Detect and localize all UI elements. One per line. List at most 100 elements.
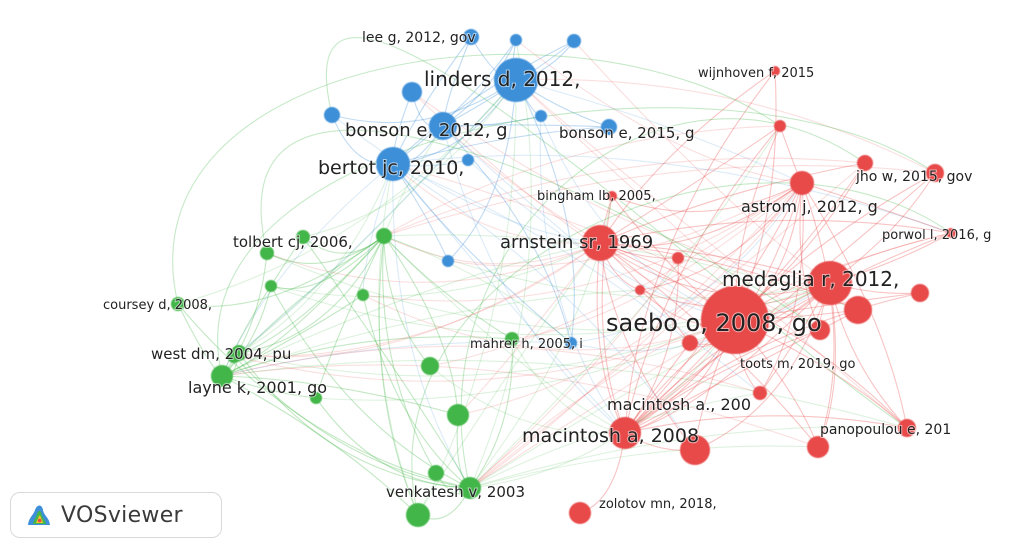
node-label-tolbert[interactable]: tolbert cj, 2006, (232, 232, 354, 252)
node-label-bingham[interactable]: bingham lb, 2005, (536, 188, 657, 205)
node-extra0[interactable] (567, 34, 581, 48)
link-18 (599, 242, 696, 451)
link-26 (515, 78, 936, 174)
link-171 (302, 236, 471, 489)
node-label-bonson2015[interactable]: bonson e, 2015, g (558, 123, 695, 143)
node-medaglia[interactable] (808, 261, 852, 305)
link-93 (221, 235, 385, 377)
link-193 (469, 338, 513, 489)
node-label-bonson2012[interactable]: bonson e, 2012, g (344, 119, 509, 142)
node-extra11[interactable] (682, 335, 698, 351)
node-bonson2012[interactable] (429, 112, 457, 140)
link-203 (362, 182, 803, 302)
node-extra4[interactable] (535, 110, 547, 122)
node-extra18[interactable] (265, 280, 277, 292)
node-extra23[interactable] (406, 503, 430, 527)
node-label-lee[interactable]: lee g, 2012, gov (361, 29, 477, 47)
link-73 (515, 79, 575, 344)
link-92 (238, 352, 471, 489)
node-label-medaglia[interactable]: medaglia r, 2012, (721, 266, 900, 292)
link-123 (624, 162, 866, 434)
node-extra12[interactable] (672, 252, 684, 264)
node-label-arnstein[interactable]: arnstein sr, 1969 (499, 231, 654, 254)
node-extra9[interactable] (844, 296, 872, 324)
link-173 (270, 242, 601, 298)
node-extra5[interactable] (442, 255, 454, 267)
node-extra7[interactable] (857, 155, 873, 171)
node-extra24[interactable] (428, 465, 444, 481)
node-coursey[interactable] (171, 297, 185, 311)
node-extra10[interactable] (911, 284, 929, 302)
link-131 (469, 125, 781, 489)
node-macintosh200[interactable] (680, 435, 710, 465)
node-panopoulou[interactable] (898, 419, 916, 437)
node-label-zolotov[interactable]: zolotov mn, 2018, (598, 496, 718, 513)
node-label-saebo[interactable]: saebo o, 2008, go (605, 308, 823, 338)
node-extra14[interactable] (753, 386, 767, 400)
node-arnstein[interactable] (582, 225, 618, 261)
node-jho[interactable] (926, 164, 944, 182)
node-macintosh2008[interactable] (609, 417, 641, 449)
link-74 (442, 125, 572, 344)
link-12 (221, 242, 601, 377)
node-linders[interactable] (494, 58, 538, 102)
link-10 (599, 182, 803, 247)
node-label-macintosh2008[interactable]: macintosh a, 2008 (521, 424, 700, 448)
link-183 (383, 235, 431, 367)
node-lee[interactable] (463, 29, 479, 45)
node-label-venkatesh[interactable]: venkatesh v, 2003 (385, 482, 526, 502)
link-57 (442, 125, 626, 434)
link-20 (392, 163, 696, 451)
node-label-west[interactable]: west dm, 2004, pu (150, 344, 292, 364)
link-169 (302, 235, 385, 254)
node-label-wijnhoven[interactable]: wijnhoven f, 2015 (697, 65, 815, 82)
node-label-coursey[interactable]: coursey d, 2008, (102, 297, 213, 314)
node-label-mahrer[interactable]: mahrer h, 2005, i (469, 336, 584, 353)
link-110 (331, 79, 517, 124)
node-label-macintosh200[interactable]: macintosh a., 200 (606, 394, 752, 415)
node-extra19[interactable] (310, 392, 322, 404)
node-label-jho[interactable]: jho w, 2015, gov (854, 168, 973, 186)
node-label-layne[interactable]: layne k, 2001, go (187, 377, 328, 398)
node-extra8[interactable] (774, 120, 786, 132)
link-209 (233, 79, 517, 357)
node-label-linders[interactable]: linders d, 2012, (423, 66, 581, 92)
node-extra22[interactable] (505, 332, 519, 346)
node-porwol[interactable] (946, 228, 956, 238)
node-extra25[interactable] (357, 289, 369, 301)
node-extra17[interactable] (296, 230, 310, 244)
node-extra1[interactable] (510, 34, 522, 46)
node-bonson2015[interactable] (601, 119, 617, 135)
node-bingham[interactable] (607, 191, 617, 201)
node-extra16[interactable] (260, 246, 274, 260)
node-label-porwol[interactable]: porwol l, 2016, g (881, 227, 992, 244)
link-40 (801, 182, 952, 234)
node-zolotov[interactable] (569, 502, 591, 524)
link-7 (469, 282, 831, 489)
node-saebo[interactable] (701, 286, 769, 354)
node-extra21[interactable] (447, 404, 469, 426)
node-label-astrom[interactable]: astrom j, 2012, g (740, 196, 879, 217)
node-tolbert[interactable] (376, 228, 392, 244)
node-extra3[interactable] (324, 107, 340, 123)
node-extra13[interactable] (807, 436, 829, 458)
node-mahrer[interactable] (565, 337, 577, 349)
node-extra2[interactable] (402, 82, 422, 102)
node-label-bertot[interactable]: bertot jc, 2010, (317, 156, 465, 180)
node-astrom[interactable] (790, 171, 814, 195)
node-venkatesh[interactable] (459, 477, 481, 499)
link-109 (331, 114, 601, 244)
node-bertot[interactable] (376, 147, 410, 181)
node-extra6[interactable] (462, 154, 474, 166)
node-extra20[interactable] (421, 357, 439, 375)
link-11 (442, 125, 601, 244)
node-layne[interactable] (211, 365, 233, 387)
link-67 (392, 163, 471, 489)
link-84 (177, 303, 223, 377)
node-wijnhoven[interactable] (770, 66, 780, 76)
node-toots[interactable] (810, 320, 830, 340)
node-label-toots[interactable]: toots m, 2019, go (739, 356, 857, 373)
node-extra15[interactable] (635, 285, 645, 295)
node-west[interactable] (231, 345, 247, 361)
node-label-panopoulou[interactable]: panopoulou e, 201 (819, 421, 952, 439)
